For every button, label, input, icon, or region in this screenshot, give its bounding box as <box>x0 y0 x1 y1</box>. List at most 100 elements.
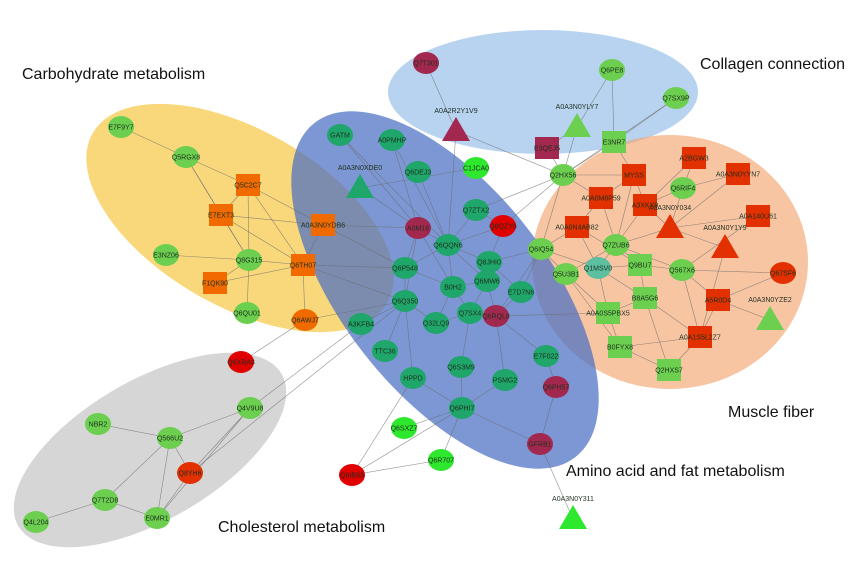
node-q6sxz7[interactable]: Q6SXZ7 <box>391 417 418 439</box>
node-q6xra3[interactable]: Q6XRA3 <box>227 351 255 373</box>
node-a0a3n0yze2[interactable]: A0A3N0YZE2 <box>748 297 792 330</box>
node-a0a0s5pbx5[interactable]: A0A0S5PBX5 <box>586 302 630 324</box>
node-b8a5g6[interactable]: B8A5G6 <box>632 287 659 309</box>
node-q67sf6[interactable]: Q67SF6 <box>770 262 796 284</box>
node-ttc36[interactable]: TTC36 <box>372 340 398 362</box>
node-a0a2r2y1v9[interactable]: A0A2R2Y1V9 <box>434 108 478 141</box>
node-label: Q5U3B1 <box>553 272 580 279</box>
node-circle <box>490 215 516 237</box>
node-q6qqn6[interactable]: Q6QQN6 <box>433 234 463 256</box>
node-q6phi7[interactable]: Q6PHI7 <box>449 397 475 419</box>
node-q4l204[interactable]: Q4L204 <box>23 511 49 533</box>
node-e7f022[interactable]: E7F022 <box>533 345 559 367</box>
node-a0a3n0y311[interactable]: A0A3N0Y311 <box>552 496 594 529</box>
node-b0h2[interactable]: B0H2 <box>440 276 466 298</box>
node-q8yh6[interactable]: Q8YH6 <box>177 462 203 484</box>
node-hppd[interactable]: HPPD <box>400 367 426 389</box>
node-a0a3n0y034[interactable]: A0A3N0Y034 <box>649 205 692 238</box>
node-e7ext3[interactable]: E7EXT3 <box>208 204 234 226</box>
node-a0a3n0ydb6[interactable]: A0A3N0YDB6 <box>301 214 345 236</box>
node-c1jca0[interactable]: C1JCA0 <box>463 157 489 179</box>
node-q7t2d8[interactable]: Q7T2D8 <box>92 489 119 511</box>
node-a0a3n0yly7[interactable]: A0A3N0YLY7 <box>556 104 599 137</box>
node-a0a3n0y1y9[interactable]: A0A3N0Y1Y9 <box>703 225 747 258</box>
node-circle <box>144 507 170 529</box>
node-q8qzy6[interactable]: Q8QZY6 <box>489 215 517 237</box>
node-e7d7n6[interactable]: E7D7N6 <box>508 281 535 303</box>
node-a0pmhp[interactable]: A0PMHP <box>378 129 407 151</box>
node-q6mw6[interactable]: Q6MW6 <box>474 270 500 292</box>
node-e0mr1[interactable]: E0MR1 <box>144 507 170 529</box>
node-q7sx9p[interactable]: Q7SX9P <box>662 87 690 109</box>
node-q7t301[interactable]: Q7T301 <box>413 52 439 74</box>
cluster-ellipse-collagen <box>388 30 698 154</box>
node-q4v9u8[interactable]: Q4V9U8 <box>237 397 264 419</box>
node-label: E3NR7 <box>603 140 626 147</box>
node-label: E7F022 <box>534 354 559 361</box>
node-q6rql8[interactable]: Q6RQL8 <box>482 305 510 327</box>
node-q6iq54[interactable]: Q6IQ54 <box>528 238 554 260</box>
node-q6ph57[interactable]: Q6PH57 <box>543 376 570 398</box>
node-a3kfb4[interactable]: A3KFB4 <box>348 313 374 335</box>
node-gatm[interactable]: GATM <box>327 124 353 146</box>
node-label: Q5C2C7 <box>234 183 261 190</box>
node-a0m16[interactable]: A0M16 <box>405 217 431 239</box>
node-q9bu7[interactable]: Q9BU7 <box>628 254 652 276</box>
node-circle <box>669 259 695 281</box>
node-label: A0A2R2Y1V9 <box>434 108 477 115</box>
node-q1msv0[interactable]: Q1MSV0 <box>584 257 613 279</box>
node-q2hxs7[interactable]: Q2HXS7 <box>655 359 683 381</box>
node-q32lq9[interactable]: Q32LQ9 <box>423 312 450 334</box>
node-a5r0d4[interactable]: A5R0D4 <box>705 289 732 311</box>
node-e7f9y7[interactable]: E7F9Y7 <box>108 116 134 138</box>
node-nbr2[interactable]: NBR2 <box>85 413 111 435</box>
node-f1qk90[interactable]: F1QK90 <box>202 272 228 294</box>
node-b0fyx8[interactable]: B0FYX8 <box>607 336 633 358</box>
node-myss[interactable]: MYSS <box>622 164 646 186</box>
node-q8g315[interactable]: Q8G315 <box>236 249 263 271</box>
node-square <box>565 216 589 238</box>
node-a0a3n0yyn7[interactable]: A0A3N0YYN7 <box>716 163 760 185</box>
node-q8jhi0[interactable]: Q8JHI0 <box>476 251 502 273</box>
node-q6ib93[interactable]: Q6IB93 <box>339 464 365 486</box>
node-label: A0A0M8P59 <box>581 196 620 203</box>
node-gfrb1[interactable]: GFRB1 <box>527 433 553 455</box>
node-a3xkx9[interactable]: A3XKX9 <box>632 194 659 216</box>
node-q6awj7[interactable]: Q6AWJ7 <box>291 309 319 331</box>
node-q6rif4[interactable]: Q6RIF4 <box>670 177 696 199</box>
edge <box>165 254 250 261</box>
node-q5rgx8[interactable]: Q5RGX8 <box>172 146 201 168</box>
node-q7zub6[interactable]: Q7ZUB6 <box>602 234 630 256</box>
node-q567x6[interactable]: Q567X6 <box>669 259 695 281</box>
node-q6qu01[interactable]: Q6QU01 <box>233 302 261 324</box>
node-a0a1s5l2z7[interactable]: A0A1S5L2Z7 <box>679 326 721 348</box>
node-q7sx4[interactable]: Q7SX4 <box>457 302 483 324</box>
edge <box>461 407 541 445</box>
node-a0a0m8p59[interactable]: A0A0M8P59 <box>581 187 621 209</box>
node-q6pe8[interactable]: Q6PE8 <box>599 59 625 81</box>
node-square <box>706 289 730 311</box>
node-psmg2[interactable]: PSMG2 <box>492 369 518 391</box>
node-q6q350[interactable]: Q6Q350 <box>392 290 419 312</box>
node-q5c2c7[interactable]: Q5C2C7 <box>234 174 262 196</box>
node-e3qej5[interactable]: E3QEJ5 <box>534 137 560 159</box>
node-q6s3m9[interactable]: Q6S3M9 <box>447 356 475 378</box>
node-e3nr7[interactable]: E3NR7 <box>602 131 626 153</box>
node-a0a0n4ab82[interactable]: A0A0N4AB82 <box>555 216 599 238</box>
node-q6p548[interactable]: Q6P548 <box>392 257 418 279</box>
node-a2bgw3[interactable]: A2BGW3 <box>679 147 709 169</box>
node-q6th07[interactable]: Q6TH07 <box>290 254 317 276</box>
node-q6dej3[interactable]: Q6DEJ3 <box>405 161 432 183</box>
node-label: Q8JHI0 <box>477 260 501 267</box>
node-q566u2[interactable]: Q566U2 <box>157 427 183 449</box>
node-e3nz06[interactable]: E3NZ06 <box>153 244 179 266</box>
node-label: Q1MSV0 <box>584 266 613 273</box>
node-label: Q7SX4 <box>459 311 482 318</box>
node-a0a3n0xde0[interactable]: A0A3N0XDE0 <box>338 165 382 198</box>
node-q7ztx2[interactable]: Q7ZTX2 <box>463 199 490 221</box>
node-q6r707[interactable]: Q6R707 <box>428 449 454 471</box>
node-a0a140u61[interactable]: A0A140U61 <box>739 205 777 227</box>
node-q5u3b1[interactable]: Q5U3B1 <box>553 263 580 285</box>
node-q2hx56[interactable]: Q2HX56 <box>550 164 577 186</box>
